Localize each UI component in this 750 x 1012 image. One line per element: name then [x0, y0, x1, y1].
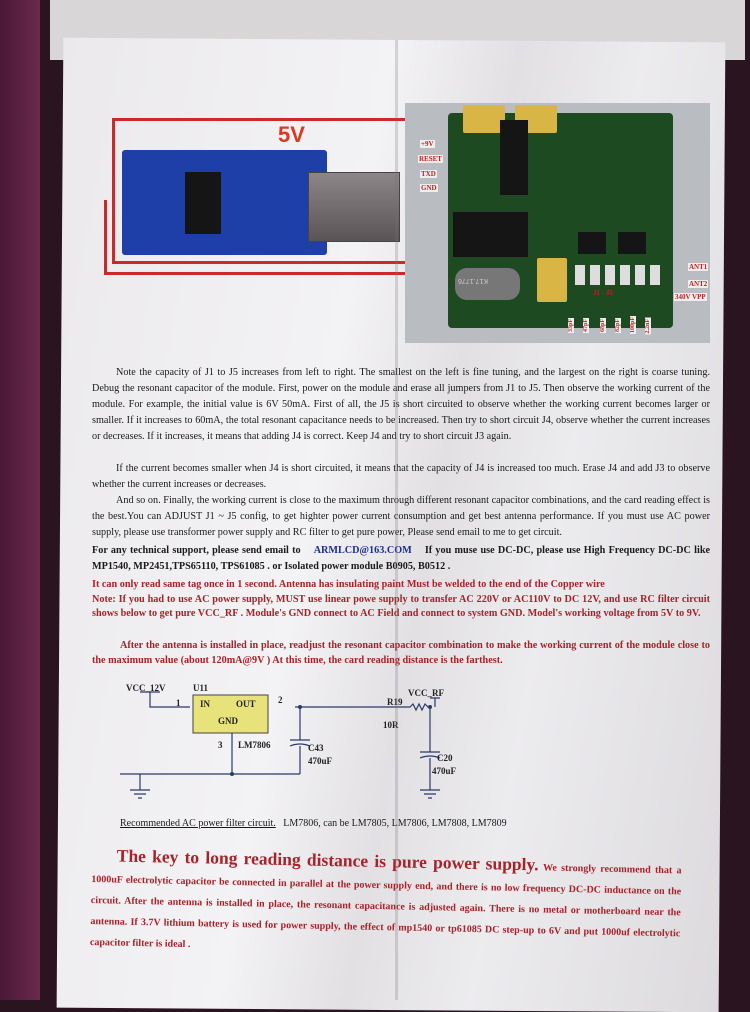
jumper-capacitors [575, 265, 665, 285]
r19-label: R19 [387, 697, 403, 707]
usb-ttl-board [122, 150, 327, 255]
pin2-label: 2 [278, 695, 283, 705]
red-note-antenna: After the antenna is installed in place,… [92, 640, 710, 666]
pin-label: GND [420, 184, 438, 192]
c43-label: C43 [308, 743, 324, 753]
pin1-label: 1 [176, 698, 181, 708]
wire-bottom [104, 200, 427, 275]
paragraph-finally: And so on. Finally, the working current … [92, 495, 710, 538]
caption-title: Recommended AC power filter circuit. [120, 818, 276, 829]
ic-gnd-label: GND [218, 716, 238, 726]
vcc-rf-label: VCC_RF [408, 688, 444, 698]
closing-section: The key to long reading distance is pure… [90, 845, 682, 965]
tantalum-capacitor [463, 105, 505, 133]
background-edge [0, 0, 40, 1000]
ic-ref-label: U11 [193, 683, 209, 693]
antenna-label: ANT1 [688, 263, 709, 271]
regulator-ic-body [192, 694, 269, 734]
pin-label: RESET [418, 155, 443, 163]
c20-value: 470uF [432, 766, 457, 776]
antenna-label: 340V VPP [674, 293, 707, 301]
jumper-label: J1 - J5 [593, 289, 613, 297]
r19-value: 10R [383, 720, 399, 730]
c20-label: C20 [437, 753, 453, 763]
cap-value: 82pF [615, 318, 621, 334]
schematic-caption: Recommended AC power filter circuit. LM7… [120, 816, 680, 832]
support-line: For any technical support, please send e… [92, 543, 710, 575]
ic-chip [500, 120, 528, 195]
cap-value: 2.2nF [645, 318, 651, 335]
pin-label: +9V [420, 140, 435, 148]
schematic-wires [120, 691, 441, 799]
usb-plug [308, 172, 400, 242]
antenna-label: ANT2 [688, 280, 709, 288]
cap-value: 47pF [583, 318, 589, 334]
c43-value: 470uF [308, 756, 333, 766]
pin-label: TXD [420, 170, 437, 178]
transistor [578, 232, 606, 254]
closing-text: We strongly recommend that a 1000uF elec… [89, 862, 682, 951]
paragraph-tuning: Note the capacity of J1 to J5 increases … [92, 367, 710, 442]
red-note-tag: It can only read same tag once in 1 seco… [92, 579, 605, 590]
paper-fold [395, 40, 398, 1000]
ic-chip [453, 212, 528, 257]
cap-value: 33pF [568, 318, 574, 334]
crystal-marking: K17.1776 [458, 277, 488, 284]
ic-part-label: LM7806 [238, 740, 271, 750]
cap-value: 100pF [630, 316, 636, 335]
cap-value: 68pF [600, 318, 606, 334]
dcdc-note: If you muse use DC-DC, please use High F… [92, 545, 711, 572]
tantalum-capacitor [537, 258, 567, 302]
crystal [455, 268, 520, 300]
vcc-12v-label: VCC_12V [126, 683, 166, 693]
support-email[interactable]: ARMLCD@163.COM [313, 545, 412, 556]
paragraph-current: If the current becomes smaller when J4 i… [92, 463, 710, 490]
usb-chip [185, 172, 221, 234]
ic-out-label: OUT [236, 699, 256, 709]
wire-top [112, 118, 415, 264]
pin3-label: 3 [218, 740, 223, 750]
ic-in-label: IN [200, 699, 211, 709]
caption-regulators: LM7806, can be LM7805, LM7806, LM7808, L… [283, 818, 507, 829]
red-note-ac: Note: If you had to use AC power supply,… [92, 594, 710, 619]
transistor [618, 232, 646, 254]
voltage-label: 5V [278, 122, 305, 147]
support-prefix: For any technical support, please send e… [92, 545, 301, 556]
